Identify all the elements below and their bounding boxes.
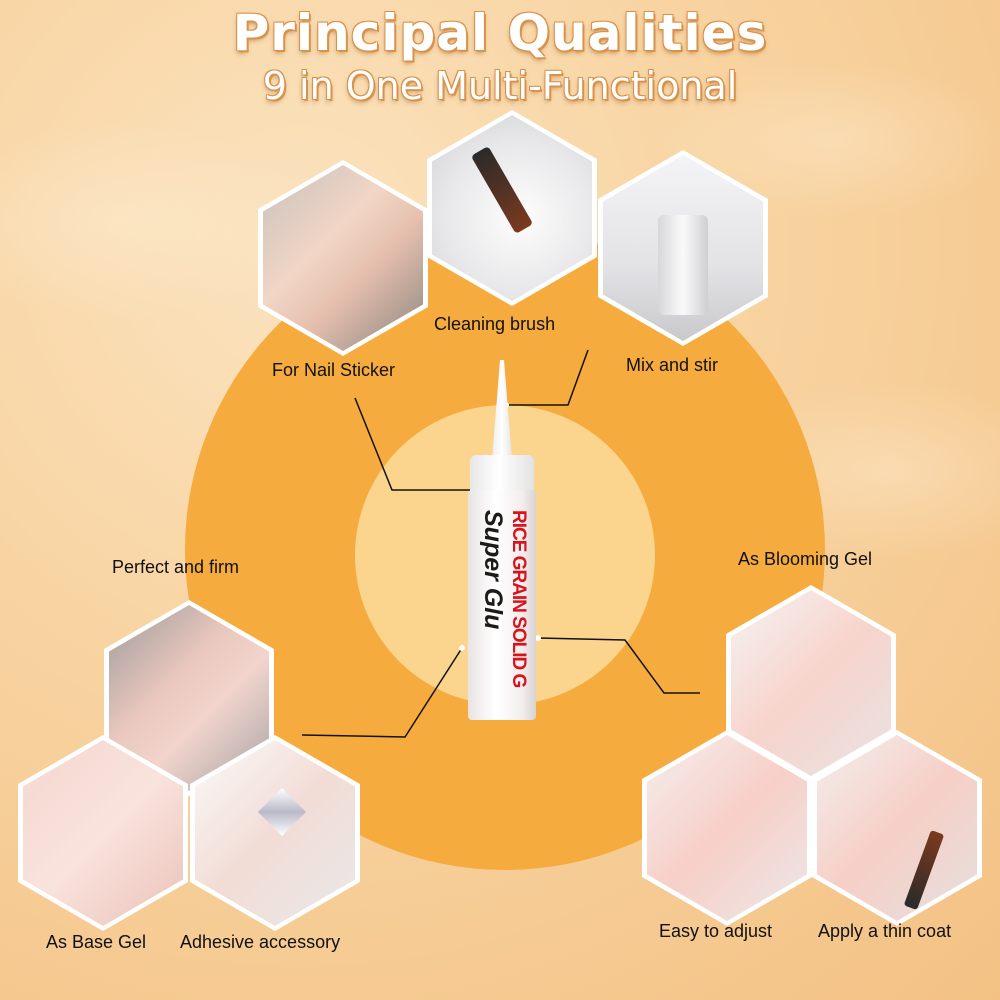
- brand-line: RICE GRAIN SOLID G: [508, 510, 529, 688]
- page-subtitle: 9 in One Multi-Functional: [262, 64, 738, 108]
- adhesive-accessory-image: [190, 735, 360, 931]
- tube-nozzle: [492, 360, 512, 460]
- label-mix-stir: Mix and stir: [626, 355, 719, 375]
- label-nail-sticker: For Nail Sticker: [272, 360, 396, 380]
- label-perfect-firm: Perfect and firm: [112, 557, 240, 577]
- label-blooming-gel: As Blooming Gel: [738, 549, 873, 569]
- label-cleaning-brush: Cleaning brush: [434, 314, 556, 334]
- label-easy-adjust: Easy to adjust: [659, 921, 773, 941]
- easy-adjust-image: [642, 730, 812, 926]
- label-base-gel: As Base Gel: [46, 932, 147, 952]
- tube-label: RICE GRAIN SOLID G Super Glu: [469, 510, 529, 720]
- product-name: Super Glu: [479, 510, 507, 630]
- base-gel-image: [18, 735, 188, 931]
- page-title: Principal Qualities: [232, 4, 768, 62]
- tube-body: [468, 490, 536, 720]
- thin-coat-image: [812, 730, 982, 926]
- label-adhesive-accessory: Adhesive accessory: [180, 932, 341, 952]
- label-thin-coat: Apply a thin coat: [818, 921, 952, 941]
- glue-tube: RICE GRAIN SOLID G Super Glu: [458, 360, 544, 720]
